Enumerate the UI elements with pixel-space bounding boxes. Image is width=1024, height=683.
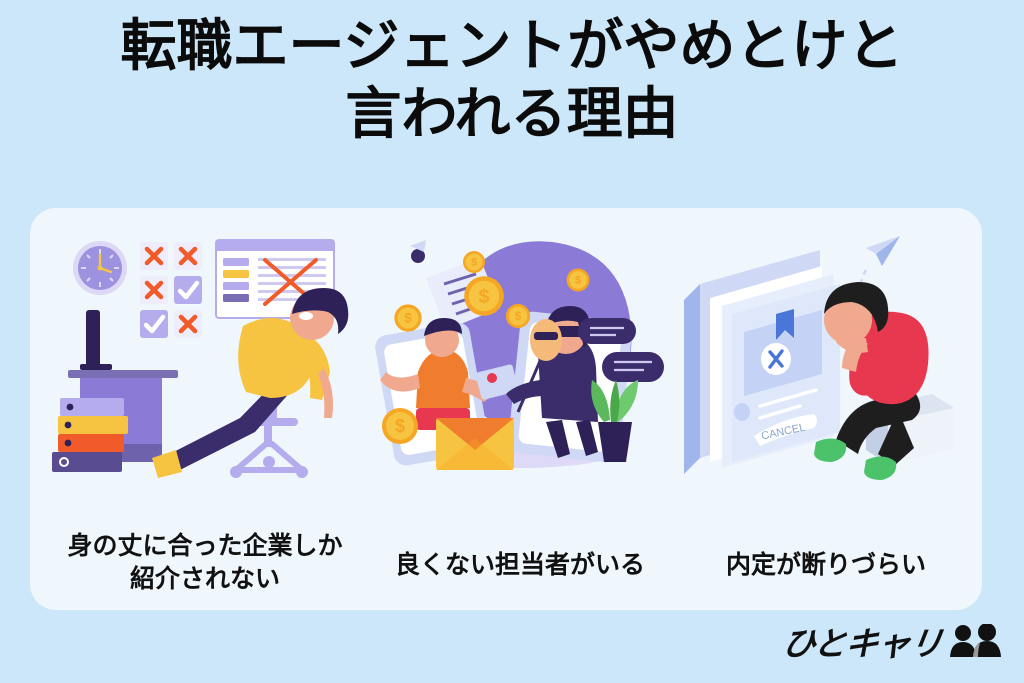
brand-logo-text: ひとキャリ <box>780 625 945 662</box>
envelope-icon <box>436 418 514 470</box>
reason-caption-1: 身の丈に合った企業しか 紹介されない <box>40 530 370 596</box>
handed-card <box>475 364 519 400</box>
reason-caption-3-line-1: 内定が断りづらい <box>725 551 926 579</box>
page-title-line-1: 転職エージェントがやめとけと <box>120 14 904 77</box>
reason-caption-1-line-2: 紹介されない <box>129 565 280 593</box>
isometric-phone-card: CANCEL <box>684 250 840 474</box>
tired-worker-illustration <box>40 222 370 494</box>
pin-icon <box>410 240 426 263</box>
wall-clock-icon <box>73 241 127 295</box>
binder-stack <box>52 398 128 472</box>
offer-cancel-illustration: CANCEL <box>670 222 982 494</box>
svg-text:$: $ <box>515 309 522 323</box>
two-people-icon <box>950 624 1001 657</box>
svg-text:$: $ <box>404 310 412 325</box>
leaning-back-person <box>152 288 349 478</box>
reason-panel-3: CANCEL <box>670 208 982 610</box>
reason-caption-3: 内定が断りづらい <box>670 549 982 582</box>
coin-group: $ $ $ $ $ <box>381 251 590 445</box>
reason-panel-2: $ $ $ $ $ <box>370 208 670 610</box>
potted-plant <box>591 380 638 462</box>
brand-logo[interactable]: ひとキャリ <box>780 617 1002 665</box>
reason-caption-1-line-1: 身の丈に合った企業しか <box>67 532 343 560</box>
chat-bubble-2 <box>602 352 664 382</box>
svg-text:$: $ <box>478 285 489 307</box>
reason-panel-1: 身の丈に合った企業しか 紹介されない <box>40 208 370 610</box>
reason-caption-2: 良くない担当者がいる <box>370 549 670 582</box>
svg-text:$: $ <box>471 257 477 269</box>
svg-text:$: $ <box>575 275 582 287</box>
dejected-person <box>814 282 929 480</box>
desktop-monitor <box>80 310 112 370</box>
page-title: 転職エージェントがやめとけと 言われる理由 <box>0 12 1024 149</box>
checkbox-grid <box>140 242 202 338</box>
reason-caption-2-line-1: 良くない担当者がいる <box>394 551 645 579</box>
reasons-card: 身の丈に合った企業しか 紹介されない <box>30 208 982 610</box>
phone-scam-illustration: $ $ $ $ $ <box>370 222 670 494</box>
chat-bubble-1 <box>578 318 636 344</box>
svg-text:$: $ <box>395 416 405 436</box>
page-title-line-2: 言われる理由 <box>345 82 679 146</box>
paper-plane-icon <box>858 236 900 309</box>
x-circle-icon <box>761 343 791 375</box>
mask-on-stick <box>516 319 562 413</box>
